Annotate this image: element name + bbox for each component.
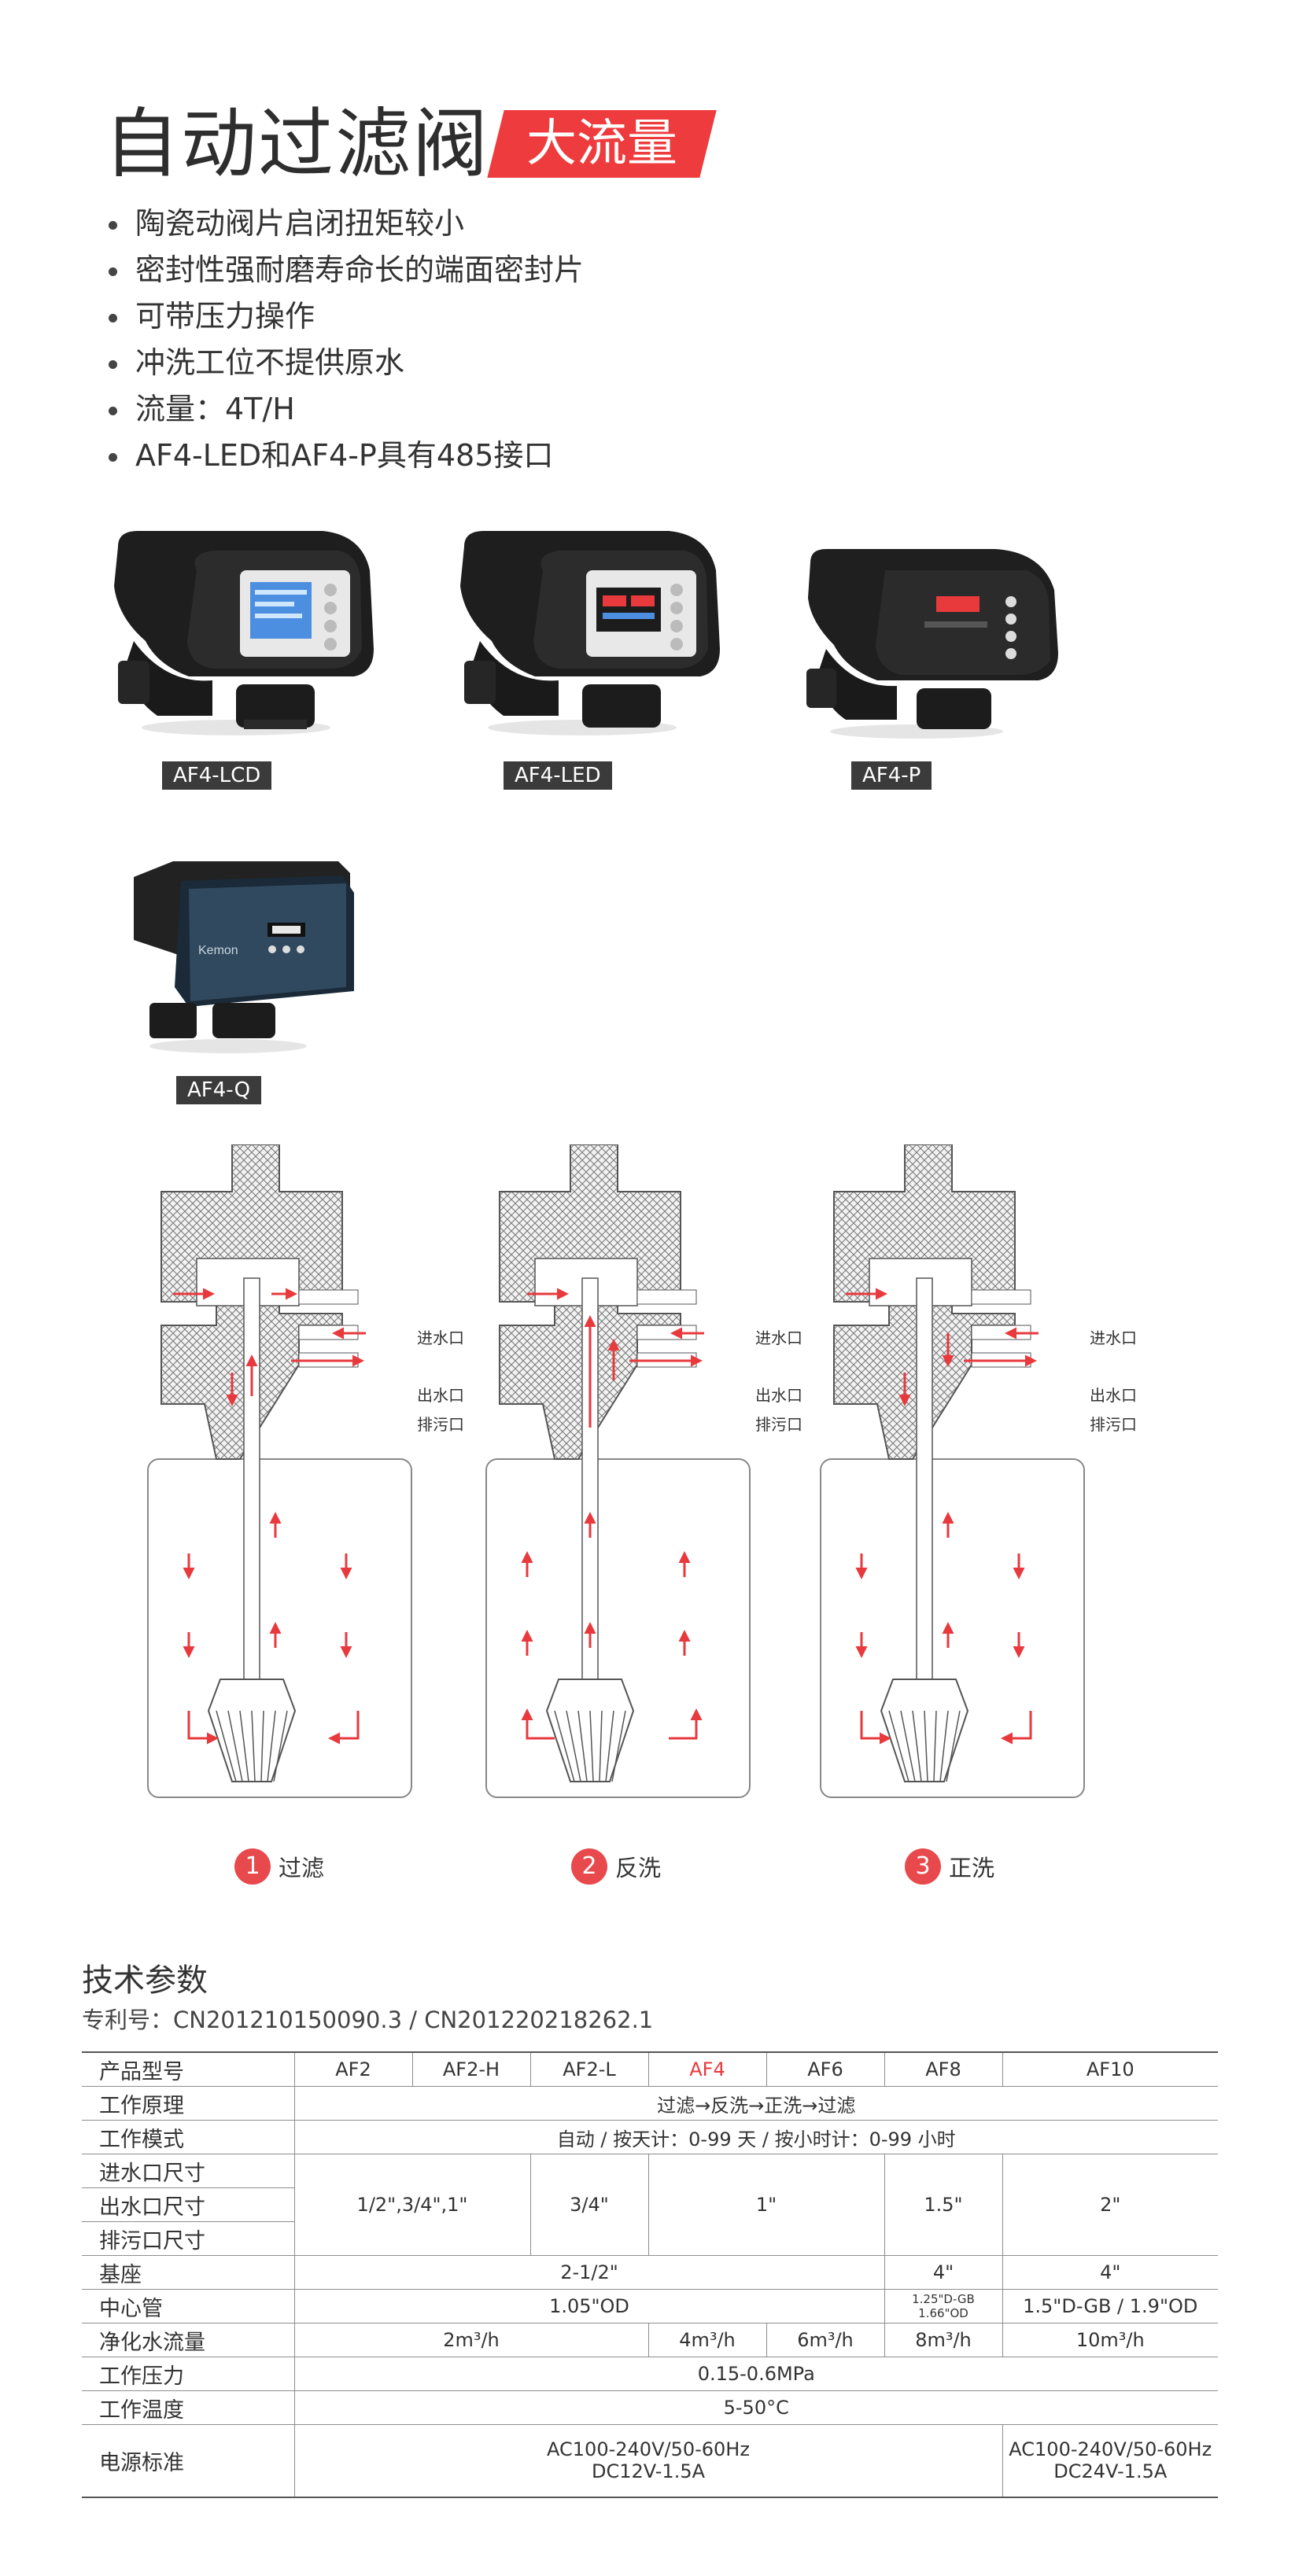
diagram-backwash bbox=[485, 1144, 751, 1798]
feature-item: AF4-LED和AF4-P具有485接口 bbox=[109, 433, 584, 479]
diagram-rinse bbox=[820, 1144, 1085, 1798]
product-image-af4-p bbox=[806, 549, 1058, 739]
brand-text: Kemon bbox=[198, 944, 238, 957]
step-number: 1 bbox=[234, 1848, 271, 1885]
port-label-inlet: 进水口 bbox=[417, 1329, 464, 1347]
table-row: 排污口尺寸 bbox=[82, 2221, 1218, 2256]
model-cell: AF10 bbox=[1002, 2051, 1218, 2087]
row-header: 电源标准 bbox=[82, 2424, 295, 2498]
table-cell: 1" bbox=[648, 2154, 885, 2256]
model-cell: AF8 bbox=[884, 2051, 1003, 2087]
port-label-drain: 排污口 bbox=[417, 1415, 464, 1434]
table-cell: 1/2",3/4",1" bbox=[293, 2154, 531, 2256]
table-cell: 4" bbox=[1002, 2255, 1218, 2290]
table-row: 进水口尺寸 1/2",3/4",1" 3/4" 1" 1.5" 2" bbox=[82, 2154, 1218, 2256]
table-cell: 过滤→反洗→正洗→过滤 bbox=[293, 2086, 1218, 2121]
row-header: 基座 bbox=[82, 2255, 295, 2290]
product-label: AF4-LED bbox=[504, 761, 612, 790]
diagram-caption: 2 反洗 bbox=[571, 1848, 661, 1885]
table-cell: 2m³/h bbox=[293, 2323, 649, 2357]
diagram-caption: 3 正洗 bbox=[905, 1848, 994, 1885]
row-header: 产品型号 bbox=[82, 2051, 295, 2087]
product-image-af4-led bbox=[460, 531, 720, 735]
table-cell: 1.05"OD bbox=[293, 2289, 885, 2324]
row-header: 排污口尺寸 bbox=[82, 2221, 294, 2256]
feature-list: 陶瓷动阀片启闭扭矩较小 密封性强耐磨寿命长的端面密封片 可带压力操作 冲洗工位不… bbox=[109, 201, 584, 479]
table-row: 工作原理 过滤→反洗→正洗→过滤 bbox=[82, 2086, 1218, 2121]
row-header: 出水口尺寸 bbox=[82, 2187, 294, 2222]
port-label-outlet: 出水口 bbox=[755, 1386, 802, 1405]
spec-title: 技术参数 bbox=[82, 1962, 208, 1999]
row-header: 净化水流量 bbox=[82, 2323, 295, 2357]
step-label: 正洗 bbox=[949, 1855, 995, 1881]
port-label-drain: 排污口 bbox=[755, 1415, 802, 1434]
feature-item: 密封性强耐磨寿命长的端面密封片 bbox=[109, 247, 584, 293]
table-cell: 4m³/h bbox=[648, 2323, 767, 2357]
product-image-af4-q: Kemon bbox=[134, 861, 354, 1053]
row-header: 工作模式 bbox=[82, 2120, 295, 2154]
port-label-inlet: 进水口 bbox=[1090, 1329, 1137, 1347]
port-label-outlet: 出水口 bbox=[417, 1386, 464, 1405]
port-label-inlet: 进水口 bbox=[755, 1329, 802, 1347]
model-cell: AF2 bbox=[293, 2051, 413, 2087]
table-cell: 8m³/h bbox=[884, 2323, 1003, 2357]
diagram-filter bbox=[147, 1144, 412, 1798]
step-label: 反洗 bbox=[615, 1855, 662, 1881]
row-header: 工作温度 bbox=[82, 2390, 295, 2425]
step-label: 过滤 bbox=[279, 1855, 325, 1881]
product-label: AF4-LCD bbox=[162, 761, 272, 790]
product-label: AF4-Q bbox=[176, 1076, 262, 1104]
patent-number: 专利号：CN201210150090.3 / CN201220218262.1 bbox=[82, 2007, 654, 2033]
table-row: 工作温度 5-50°C bbox=[82, 2390, 1218, 2425]
table-row: 产品型号 AF2 AF2-H AF2-L AF4 AF6 AF8 AF10 bbox=[82, 2051, 1218, 2087]
table-cell: 1.5" bbox=[884, 2154, 1003, 2256]
table-cell: 1.5"D-GB / 1.9"OD bbox=[1002, 2289, 1218, 2324]
table-cell: 2-1/2" bbox=[293, 2255, 885, 2290]
table-row: 基座 2-1/2" 4" 4" bbox=[82, 2255, 1218, 2290]
model-cell: AF2-H bbox=[411, 2051, 531, 2087]
model-cell: AF2-L bbox=[529, 2051, 649, 2087]
port-label-drain: 排污口 bbox=[1090, 1415, 1137, 1434]
page-title: 自动过滤阀 bbox=[104, 100, 489, 188]
table-cell: 4" bbox=[884, 2255, 1003, 2290]
flow-tag: 大流量 bbox=[487, 110, 717, 178]
table-cell: 10m³/h bbox=[1002, 2323, 1218, 2357]
table-row: 工作模式 自动 / 按天计：0-99 天 / 按小时计：0-99 小时 bbox=[82, 2120, 1218, 2154]
product-image-af4-lcd bbox=[114, 531, 374, 735]
row-header: 进水口尺寸 bbox=[82, 2154, 295, 2188]
feature-item: 可带压力操作 bbox=[109, 293, 584, 340]
row-header: 中心管 bbox=[82, 2289, 295, 2324]
feature-item: 冲洗工位不提供原水 bbox=[109, 340, 584, 386]
table-cell: 自动 / 按天计：0-99 天 / 按小时计：0-99 小时 bbox=[293, 2120, 1218, 2154]
model-cell: AF6 bbox=[766, 2051, 885, 2087]
row-header: 工作原理 bbox=[82, 2086, 295, 2121]
product-label: AF4-P bbox=[851, 761, 932, 790]
step-number: 2 bbox=[571, 1848, 607, 1885]
table-row: 净化水流量 2m³/h 4m³/h 6m³/h 8m³/h 10m³/h bbox=[82, 2323, 1218, 2357]
table-cell: 2" bbox=[1002, 2154, 1218, 2256]
table-cell: 6m³/h bbox=[766, 2323, 885, 2357]
spec-table: 产品型号 AF2 AF2-H AF2-L AF4 AF6 AF8 AF10 工作… bbox=[82, 2051, 1218, 2498]
table-cell: 0.15-0.6MPa bbox=[293, 2357, 1218, 2391]
model-cell-highlighted: AF4 bbox=[648, 2051, 767, 2087]
feature-item: 陶瓷动阀片启闭扭矩较小 bbox=[109, 201, 584, 247]
step-number: 3 bbox=[905, 1848, 941, 1885]
feature-item: 流量：4T/H bbox=[109, 386, 584, 433]
table-row: 出水口尺寸 bbox=[82, 2187, 1218, 2222]
row-header: 工作压力 bbox=[82, 2357, 295, 2391]
table-cell: 5-50°C bbox=[293, 2390, 1218, 2425]
port-label-outlet: 出水口 bbox=[1090, 1386, 1137, 1405]
table-cell: 3/4" bbox=[529, 2154, 649, 2256]
diagram-caption: 1 过滤 bbox=[234, 1848, 324, 1885]
table-row: 工作压力 0.15-0.6MPa bbox=[82, 2357, 1218, 2391]
